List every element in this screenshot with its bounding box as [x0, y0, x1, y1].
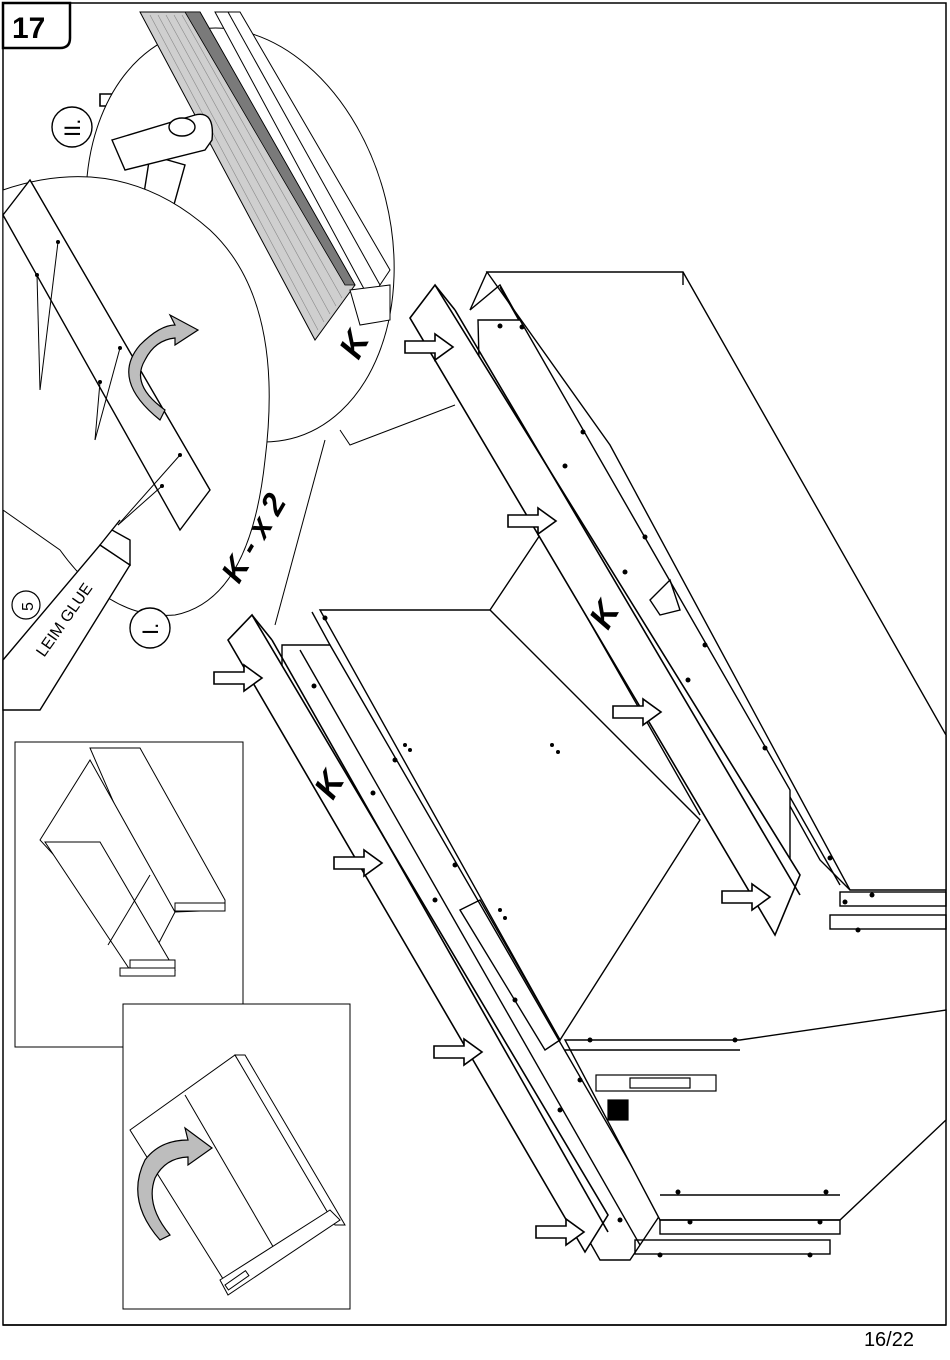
page-number: 16/22: [864, 1329, 914, 1352]
inset-overview: [15, 742, 243, 1047]
substep-one-label: I.: [138, 623, 163, 635]
inset-flip: [123, 1004, 350, 1309]
substep-two-label: II.: [60, 119, 85, 137]
tool-count-label: 5: [20, 602, 37, 611]
step-number: 17: [12, 12, 45, 45]
